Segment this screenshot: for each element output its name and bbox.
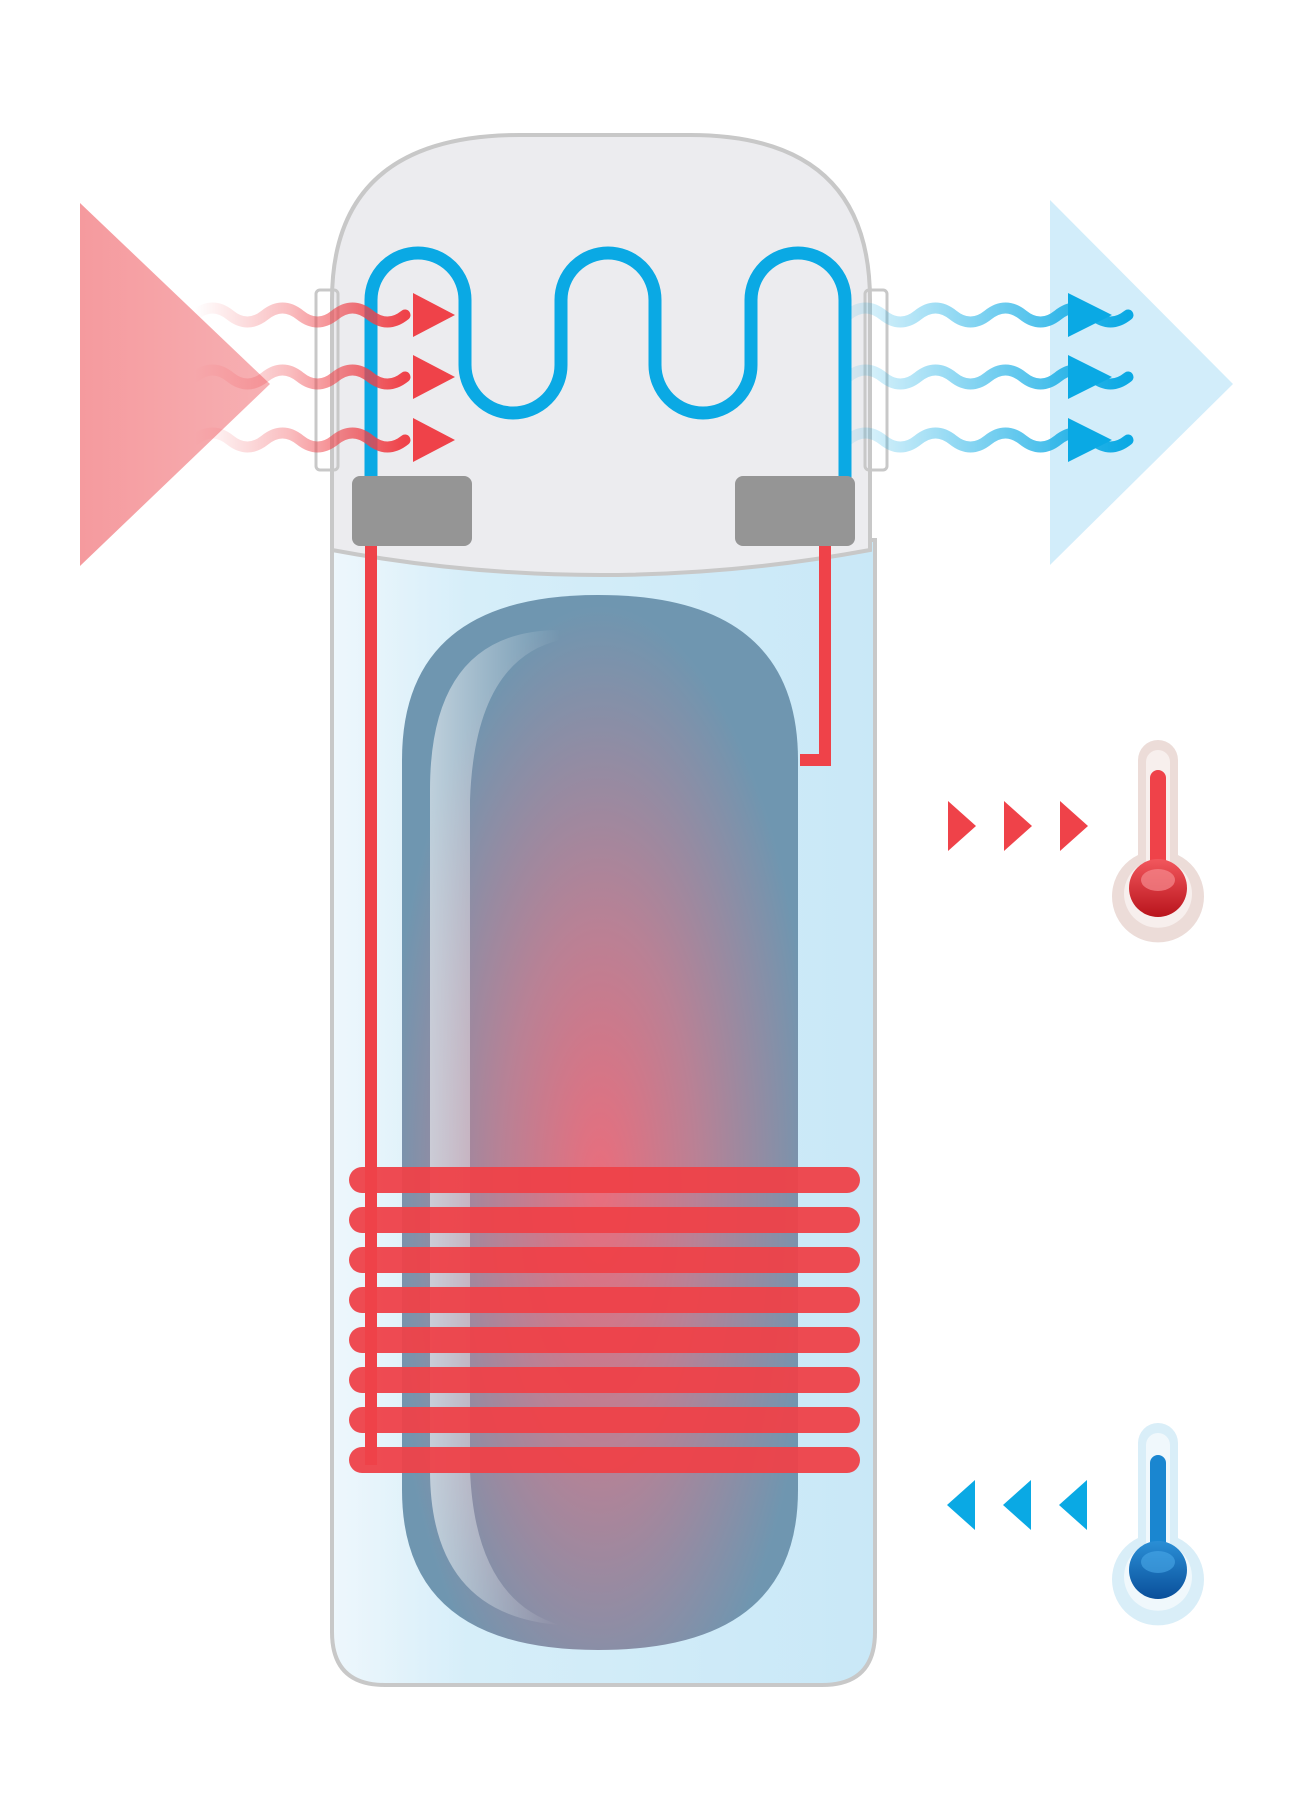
cold-air-arrowhead bbox=[1068, 418, 1112, 462]
expansion-valve-block bbox=[735, 476, 855, 546]
condenser-coil bbox=[349, 1167, 860, 1473]
cold-water-chevron bbox=[1003, 1480, 1031, 1530]
cold-air-flow bbox=[842, 293, 1134, 462]
cold-air-arrowhead bbox=[1068, 355, 1112, 399]
cold-air-exhaust-arrow bbox=[1050, 200, 1233, 565]
hot-air-flow bbox=[189, 293, 455, 462]
hot-air-wave bbox=[189, 364, 411, 390]
hot-water-chevron bbox=[948, 801, 976, 851]
evaporator-coil bbox=[364, 246, 852, 485]
cold-thermometer-icon bbox=[1112, 1423, 1204, 1626]
inner-water-tank bbox=[402, 595, 798, 1650]
compressor-block bbox=[352, 476, 472, 546]
cold-water-chevron bbox=[1059, 1480, 1087, 1530]
heat-pump-unit bbox=[330, 133, 872, 577]
hot-thermometer-icon bbox=[1112, 740, 1204, 943]
hot-air-wave bbox=[189, 427, 411, 453]
hot-water-chevron bbox=[1004, 801, 1032, 851]
hot-air-arrowhead bbox=[413, 355, 455, 399]
cold-air-arrowhead bbox=[1068, 293, 1112, 337]
cold-water-chevron bbox=[947, 1480, 975, 1530]
hot-water-chevron bbox=[1060, 801, 1088, 851]
refrigerant-return-line bbox=[800, 540, 831, 766]
hot-air-intake-arrow bbox=[80, 203, 270, 566]
cold-water-inflow-chevrons bbox=[947, 1480, 1087, 1530]
hot-air-wave bbox=[189, 302, 411, 328]
hot-water-outflow-chevrons bbox=[948, 801, 1088, 851]
hot-air-arrowhead bbox=[413, 293, 455, 337]
hot-air-arrowhead bbox=[413, 418, 455, 462]
